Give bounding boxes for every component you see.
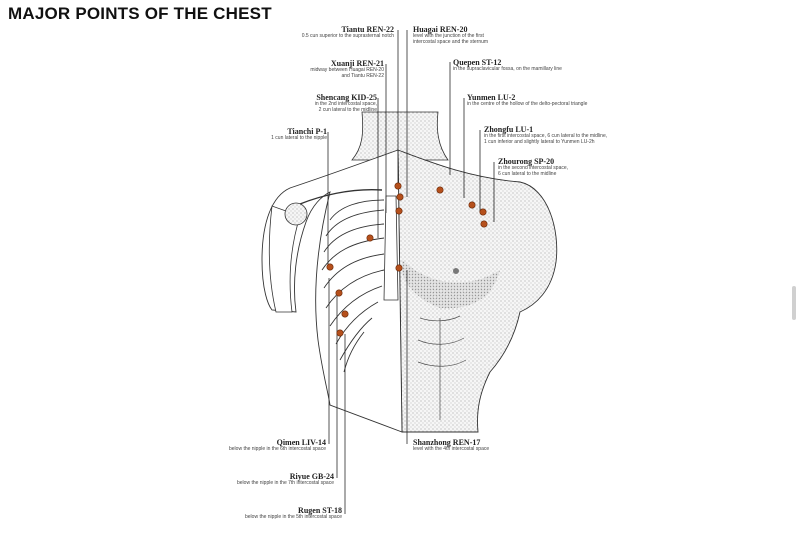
point-quepen bbox=[436, 186, 444, 194]
nipple bbox=[453, 268, 459, 274]
point-name: Xuanji REN-21 bbox=[330, 59, 384, 68]
acupoints bbox=[326, 182, 488, 337]
neck bbox=[351, 111, 449, 161]
point-huagai bbox=[396, 193, 404, 201]
point-riyue bbox=[341, 310, 349, 318]
label-huagai: Huagai REN-20 level with the junction of… bbox=[413, 25, 593, 46]
point-name: Shanzhong REN-17 bbox=[413, 438, 481, 447]
label-qimen: Qimen LIV-14 below the nipple in the 6th… bbox=[126, 438, 326, 453]
point-name: Tiantu REN-22 bbox=[341, 25, 394, 34]
label-yunmen: Yunmen LU-2 in the centre of the hollow … bbox=[467, 93, 687, 108]
point-tianchi bbox=[326, 263, 334, 271]
abdominal-muscles bbox=[417, 315, 467, 420]
point-name: Yunmen LU-2 bbox=[467, 93, 516, 102]
point-zhourong bbox=[480, 220, 488, 228]
label-quepen: Quepen ST-12 in the supraclavicular foss… bbox=[453, 58, 673, 73]
point-description: midway between Huagai REN-20 and Tiantu … bbox=[310, 67, 384, 79]
label-zhourong: Zhourong SP-20 in the second intercostal… bbox=[498, 157, 698, 178]
point-name: Riyue GB-24 bbox=[289, 472, 334, 481]
point-xuanji bbox=[395, 207, 403, 215]
point-name: Shencang KID-25 bbox=[316, 93, 377, 102]
label-zhongfu: Zhongfu LU-1 in the first intercostal sp… bbox=[484, 125, 704, 146]
point-description: level with the junction of the first int… bbox=[413, 33, 489, 45]
pectoral-shadow bbox=[402, 260, 500, 309]
point-name: Tianchi P-1 bbox=[287, 127, 327, 136]
point-description: below the nipple in the 7th intercostal … bbox=[236, 480, 334, 487]
page-title: MAJOR POINTS OF THE CHEST bbox=[8, 4, 272, 23]
point-name: Huagai REN-20 bbox=[413, 25, 468, 34]
ribcage bbox=[321, 199, 385, 373]
point-description: below the nipple in the 6th intercostal … bbox=[228, 446, 326, 453]
point-description: level with the 4th intercostal space bbox=[413, 446, 490, 453]
left-shoulder-joint bbox=[284, 202, 308, 226]
point-description: in the supraclavicular fossa, on the mam… bbox=[453, 66, 562, 73]
leader-lines bbox=[327, 30, 495, 514]
point-yunmen bbox=[468, 201, 476, 209]
point-name: Qimen LIV-14 bbox=[276, 438, 326, 447]
point-name: Zhourong SP-20 bbox=[498, 157, 555, 166]
point-description: in the second intercostal space, 6 cun l… bbox=[498, 165, 569, 177]
point-shanzhong bbox=[395, 264, 403, 272]
label-xuanji: Xuanji REN-21 midway between Huagai REN-… bbox=[224, 59, 384, 80]
point-description: 1 cun lateral to the nipple bbox=[271, 135, 327, 142]
torso-figure bbox=[261, 111, 558, 433]
point-qimen bbox=[335, 289, 343, 297]
point-rugen bbox=[336, 329, 344, 337]
left-upper-arm bbox=[269, 205, 301, 313]
point-name: Quepen ST-12 bbox=[453, 58, 502, 67]
vertical-scrollbar[interactable] bbox=[792, 286, 796, 320]
point-zhongfu bbox=[479, 208, 487, 216]
label-riyue: Riyue GB-24 below the nipple in the 7th … bbox=[134, 472, 334, 487]
label-shencang: Shencang KID-25 in the 2nd intercostal s… bbox=[217, 93, 377, 114]
point-shencang bbox=[366, 234, 374, 242]
label-rugen: Rugen ST-18 below the nipple in the 5th … bbox=[142, 506, 342, 521]
point-description: below the nipple in the 5th intercostal … bbox=[244, 514, 342, 521]
point-name: Rugen ST-18 bbox=[298, 506, 342, 515]
point-name: Zhongfu LU-1 bbox=[484, 125, 534, 134]
label-shanzhong: Shanzhong REN-17 level with the 4th inte… bbox=[413, 438, 613, 453]
point-tiantu bbox=[394, 182, 402, 190]
point-description: 0.5 cun superior to the suprasternal not… bbox=[301, 33, 394, 40]
point-description: in the 2nd intercostal space, 2 cun late… bbox=[314, 101, 377, 113]
label-tiantu: Tiantu REN-22 0.5 cun superior to the su… bbox=[234, 25, 394, 40]
left-clavicle bbox=[299, 188, 383, 205]
point-description: in the centre of the hollow of the delto… bbox=[467, 101, 588, 108]
point-description: in the first intercostal space, 6 cun la… bbox=[484, 133, 608, 145]
label-tianchi: Tianchi P-1 1 cun lateral to the nipple bbox=[167, 127, 327, 142]
sternum bbox=[383, 195, 399, 301]
